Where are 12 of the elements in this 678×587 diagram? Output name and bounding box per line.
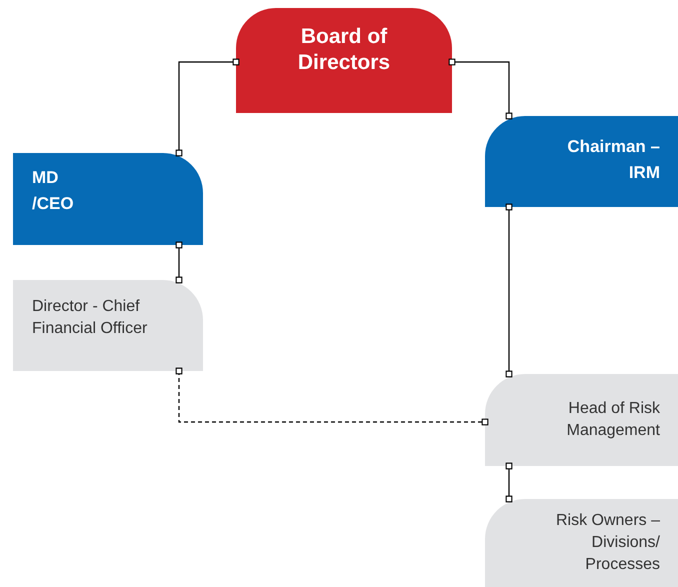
- board-box: Board of Directors: [236, 8, 452, 113]
- connector: [176, 242, 182, 284]
- role-box: Head of Risk Management: [485, 374, 678, 466]
- connector: [506, 204, 512, 378]
- role-box: Risk Owners – Divisions/ Processes: [485, 499, 678, 587]
- connector: [176, 58, 240, 156]
- dashed-connector: [176, 368, 488, 426]
- role-box: Director - Chief Financial Officer: [13, 280, 203, 371]
- role-box: MD /CEO: [13, 153, 203, 245]
- role-box: Chairman – IRM: [485, 116, 678, 207]
- connector: [506, 462, 512, 502]
- connector: [448, 58, 512, 120]
